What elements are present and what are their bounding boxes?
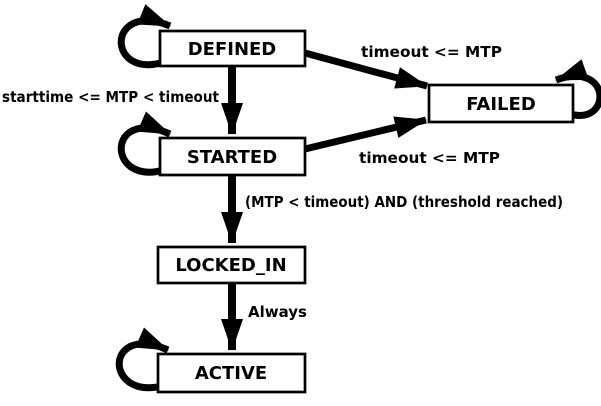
self-loop-started <box>117 111 172 176</box>
self-loop-failed <box>554 59 601 119</box>
edge-defined-to-failed <box>304 49 428 90</box>
state-started: STARTED <box>158 136 307 177</box>
edge-label-defined-to-failed: timeout <= MTP <box>361 43 502 61</box>
state-failed-label: FAILED <box>466 94 536 115</box>
state-defined-box <box>158 29 307 68</box>
self-loop-active <box>115 327 170 392</box>
state-locked-in-label: LOCKED_IN <box>175 255 286 276</box>
edge-started-to-failed <box>304 116 427 153</box>
state-defined: DEFINED <box>158 29 307 68</box>
state-active-box <box>156 352 307 394</box>
state-locked-in-box <box>156 245 307 285</box>
edge-label-defined-to-started: starttime <= MTP < timeout <box>2 88 219 106</box>
state-locked-in: LOCKED_IN <box>156 245 307 285</box>
self-loop-defined <box>117 4 172 68</box>
state-started-box <box>158 136 307 177</box>
state-defined-label: DEFINED <box>188 39 277 60</box>
state-started-label: STARTED <box>187 147 277 168</box>
edge-label-locked-in-to-active: Always <box>248 303 307 321</box>
edge-label-started-to-locked-in: (MTP < timeout) AND (threshold reached) <box>245 193 563 211</box>
state-failed: FAILED <box>427 83 575 124</box>
edge-label-started-to-failed: timeout <= MTP <box>359 149 500 167</box>
state-failed-box <box>427 83 575 124</box>
state-active-label: ACTIVE <box>195 363 267 384</box>
state-active: ACTIVE <box>156 352 307 394</box>
